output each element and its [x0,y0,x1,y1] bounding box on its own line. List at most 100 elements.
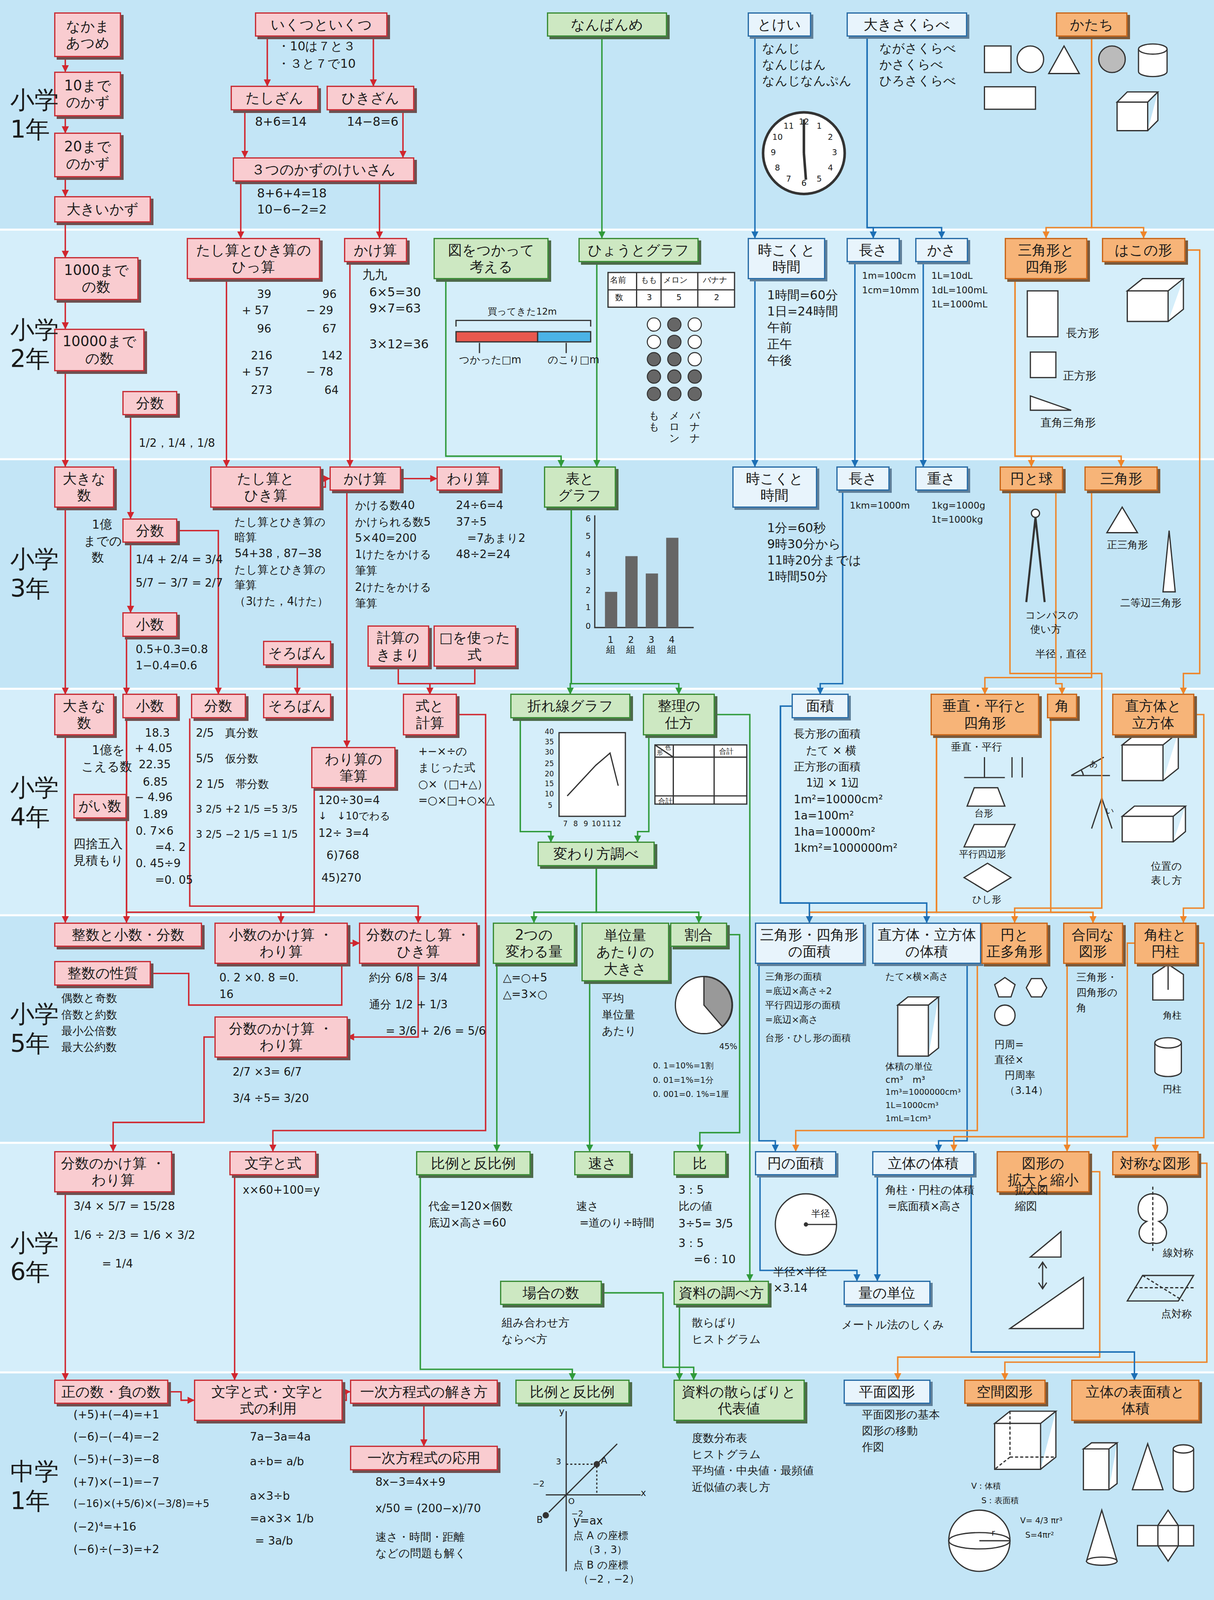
note-text: 9 [583,819,589,828]
box-title: かたち [1069,16,1114,34]
note-text: (−5)+(−3)=−8 [73,1452,160,1467]
connector-arrow [239,181,242,238]
note-text: 1/6 ÷ 2/3 = 1/6 × 3/2 [73,1228,196,1243]
box-title: 合同な 図形 [1067,926,1119,960]
note-text: 1m³=1000000cm³ [885,1087,961,1098]
topic-box: 比例と反比例 [515,1379,630,1405]
note-text: 64 [324,383,339,398]
note-text: 三角形・ [1076,971,1118,984]
note-text: 小学6年 [10,1228,62,1288]
topic-box: 文字と式・文字と 式の利用 [193,1379,343,1421]
connector-arrow [347,942,360,944]
note-text: 1kg=1000g [931,500,986,512]
connector-arrow [346,491,348,747]
figure-shape [549,1443,618,1512]
figure-shape [1127,278,1184,322]
figure-shape [1030,1231,1061,1258]
figure-shape [545,1410,641,1572]
box-title: 資料の散らばりと 代表値 [678,1383,801,1417]
note-text: たて×横×高さ [885,971,949,983]
connector-arrow [678,1304,680,1379]
box-title: 三角形と 四角形 [1009,241,1083,276]
topic-box: とけい [747,12,811,38]
connector-arrow [1046,37,1092,238]
figure-shape [0,0,1214,230]
note-text: 偶数と奇数 [61,991,118,1006]
note-text: 45% [719,1041,738,1052]
topic-box: わり算の 筆算 [311,746,396,789]
topic-box: 三角形 [1084,466,1158,492]
connector-arrow [423,1404,425,1446]
note-text: 3 [585,567,591,578]
figure-shape [0,229,1214,1373]
note-text: 1時間50分 [767,569,828,584]
box-title: 10まで のかず [58,77,117,111]
topic-box: 小数 [122,612,178,637]
note-text: 小学3年 [10,544,62,604]
topic-box: 三角形・四角形 の面積 [754,922,865,964]
connector-arrow [922,262,924,466]
topic-box: 20まで のかず [54,132,122,178]
note-text: （−2，−2） [578,1572,640,1586]
note-text: 6×5=30 [369,284,421,300]
box-title: 整数と小数・分数 [71,926,185,944]
note-text: かさくらべ [879,57,944,72]
connector-arrow [953,942,1135,1151]
connector-arrow [64,735,66,923]
topic-box: 合同な 図形 [1063,922,1124,964]
note-text: 6.85 [142,775,168,790]
note-text: 3 2/5 −2 1/5 =1 1/5 [196,828,298,841]
note-text: 見積もり [73,852,124,868]
note-text: 0 [585,621,591,632]
note-text: 合計 [658,796,673,806]
figure-shape [994,1410,1056,1469]
note-text: 1−0.4=0.6 [135,659,198,673]
note-text: 図形の移動 [861,1424,918,1438]
figure-shape [604,591,618,628]
topic-box: 分数のたし算 ・ひき算 [358,922,477,964]
figure-shape [667,335,681,349]
connector-arrow [244,110,246,158]
figure-shape [667,369,681,384]
note-text: 6)768 [326,848,360,863]
note-text: 通分 1/2 + 1/3 [369,997,448,1012]
note-text: = 3/6 + 2/6 = 5/6 [385,1024,486,1038]
topic-box: かけ算 [343,237,408,263]
note-text: まじった式 [418,760,476,775]
figure-shape [964,824,1016,847]
note-text: A [601,1454,608,1466]
box-title: 計算の きまり [372,629,425,663]
connector-arrow [378,181,381,238]
note-text: 12 [798,117,810,128]
note-text: 3/4 × 5/7 = 15/28 [73,1199,175,1214]
note-text: もも [648,410,660,433]
figure-shape [1026,517,1045,603]
note-text: 長方形 [1066,326,1100,341]
box-title: たし算と ひき算 [214,470,317,504]
figure-shape [0,1372,1214,1600]
note-text: 作図 [861,1440,885,1454]
note-text: 15 [544,779,554,788]
figure-shape [607,272,735,307]
figure-shape [0,1142,1214,1373]
note-text: 小学1年 [10,85,62,145]
topic-box: 比例と反比例 [416,1150,531,1176]
note-text: 線対称 [1162,1246,1194,1260]
note-text: 名前 [609,275,627,286]
topic-box: 時こくと 時間 [747,237,825,280]
topic-box: ３つのかずのけいさん [232,157,415,183]
note-text: 3/4 ÷5= 3/20 [232,1091,310,1106]
note-text: 0. 2 ×0. 8 =0. [219,971,299,985]
figure-shape [647,387,661,401]
topic-box: 長さ [846,237,900,263]
figure-shape [667,317,681,332]
connector-arrow [342,1391,350,1401]
topic-box: 分数のかけ算 ・わり算 [214,1016,348,1058]
box-title: 比 [692,1154,707,1172]
figure-shape [1030,352,1056,378]
note-text: + 4.05 [134,741,173,756]
figure-shape [687,335,702,349]
note-text: 12÷ 3=4 [318,826,370,841]
note-text: 30 [544,747,554,757]
figure-shape [687,317,702,332]
